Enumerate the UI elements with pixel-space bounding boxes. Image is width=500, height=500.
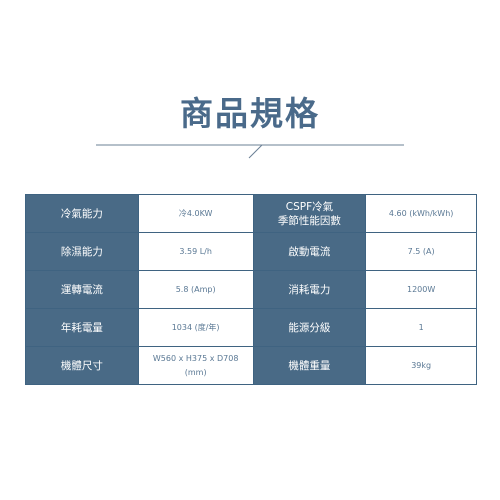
spec-value-dimensions: W560 x H375 x D708 (mm) bbox=[137, 346, 254, 385]
spec-value-dehumidify: 3.59 L/h bbox=[137, 232, 254, 271]
spec-label-cooling-capacity: 冷氣能力 bbox=[25, 194, 139, 233]
page-title: 商品規格 bbox=[180, 94, 320, 133]
spec-label-power-consumption: 消耗電力 bbox=[252, 270, 367, 309]
spec-table: 冷氣能力 冷4.0KW CSPF冷氣 季節性能因數 4.60 (kWh/kWh)… bbox=[25, 194, 477, 385]
title-divider bbox=[96, 144, 404, 159]
spec-label-cspf: CSPF冷氣 季節性能因數 bbox=[252, 194, 367, 233]
spec-label-dehumidify: 除濕能力 bbox=[25, 232, 139, 271]
spec-value-power-consumption: 1200W bbox=[365, 270, 477, 309]
spec-value-energy-grade: 1 bbox=[365, 308, 477, 347]
table-row: 機體尺寸 W560 x H375 x D708 (mm) 機體重量 39kg bbox=[25, 346, 477, 385]
table-row: 年耗電量 1034 (度/年) 能源分級 1 bbox=[25, 308, 477, 347]
spec-label-weight: 機體重量 bbox=[252, 346, 367, 385]
spec-label-dimensions: 機體尺寸 bbox=[25, 346, 139, 385]
spec-value-starting-current: 7.5 (A) bbox=[365, 232, 477, 271]
spec-label-starting-current: 啟動電流 bbox=[252, 232, 367, 271]
spec-value-cooling-capacity: 冷4.0KW bbox=[137, 194, 254, 233]
spec-value-cspf: 4.60 (kWh/kWh) bbox=[365, 194, 477, 233]
spec-value-running-current: 5.8 (Amp) bbox=[137, 270, 254, 309]
spec-value-weight: 39kg bbox=[365, 346, 477, 385]
table-row: 冷氣能力 冷4.0KW CSPF冷氣 季節性能因數 4.60 (kWh/kWh) bbox=[25, 194, 477, 233]
spec-label-energy-grade: 能源分級 bbox=[252, 308, 367, 347]
table-row: 除濕能力 3.59 L/h 啟動電流 7.5 (A) bbox=[25, 232, 477, 271]
spec-label-running-current: 運轉電流 bbox=[25, 270, 139, 309]
table-row: 運轉電流 5.8 (Amp) 消耗電力 1200W bbox=[25, 270, 477, 309]
spec-label-annual-consumption: 年耗電量 bbox=[25, 308, 139, 347]
spec-value-annual-consumption: 1034 (度/年) bbox=[137, 308, 254, 347]
